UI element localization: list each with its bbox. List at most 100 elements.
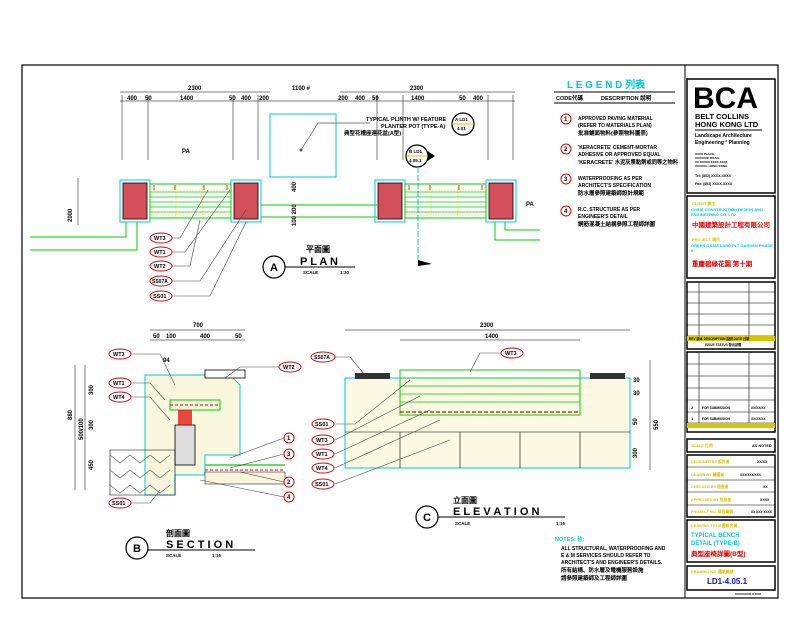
plan-dim: 50 xyxy=(229,96,236,102)
callout-a: A LD1 4.01 xyxy=(451,112,475,136)
section-title: B 剖面圖 S E C T I O N SCALE 1:15 xyxy=(125,528,255,560)
section-dim: 450 xyxy=(89,459,95,470)
plan-dim-total-right: 2300 xyxy=(410,86,424,92)
section-view: 700 50 100 400 50 300 300 500/100 880 45… xyxy=(68,323,302,560)
section-dim: 400 xyxy=(200,334,211,340)
marker-3: 3 xyxy=(287,452,291,458)
marker-1: 1 xyxy=(287,436,291,442)
legend: L E G E N D 列表 CODE代碼 DESCRIPTION 說明 1 A… xyxy=(554,78,678,228)
plan-bench-left xyxy=(30,179,377,251)
svg-text:C: C xyxy=(423,512,431,524)
tag-wt1: WT1 xyxy=(113,381,125,387)
plan-dim: 400 xyxy=(127,96,138,102)
plan-area-label: PA xyxy=(182,149,191,155)
plan-dim: 400 xyxy=(241,96,252,102)
plan-bench-right xyxy=(374,179,540,241)
elevation-dim: 30 xyxy=(633,378,640,384)
sheet-border xyxy=(21,64,779,599)
svg-text:ENGINEER'S DETAIL: ENGINEER'S DETAIL xyxy=(578,214,628,220)
drawing-title: DETAIL (TYPE-B) xyxy=(691,541,740,547)
section-dim: 300 xyxy=(89,384,95,395)
plan-dim: 1400 xyxy=(180,96,194,102)
svg-text:1:30: 1:30 xyxy=(340,270,350,275)
svg-text:(REFER TO MATERIALS PLAN): (REFER TO MATERIALS PLAN) xyxy=(578,123,652,129)
svg-text:1:15: 1:15 xyxy=(556,521,566,526)
svg-text:所有結構、防水層及電機服務設施: 所有結構、防水層及電機服務設施 xyxy=(561,566,644,574)
tag-94: 94 xyxy=(163,358,170,364)
section-dim: 300 xyxy=(89,419,95,430)
svg-text:XX/XX: XX/XX xyxy=(757,460,768,464)
svg-text:2: 2 xyxy=(564,147,568,153)
plan-dim: 50 xyxy=(459,96,466,102)
svg-text:SCALE: SCALE xyxy=(166,553,181,558)
company-discipline: Landscape Architecture xyxy=(695,133,752,139)
svg-text:剖面圖: 剖面圖 xyxy=(166,528,190,538)
section-dim: 500/100 xyxy=(79,418,85,440)
tag-ss07a: SS07A xyxy=(314,355,330,361)
svg-text:XX: XX xyxy=(763,485,768,489)
svg-text:S E C T I O N: S E C T I O N xyxy=(166,539,233,551)
legend-col-code: CODE代碼 xyxy=(556,94,583,102)
svg-text:APPROVED PAVING MATERIAL: APPROVED PAVING MATERIAL xyxy=(578,116,653,122)
general-notes: NOTES: 註: ALL STRUCTURAL, WATERPROOFING … xyxy=(555,535,666,582)
company-logo: BCA xyxy=(693,82,758,115)
company-discipline: Engineering * Planning xyxy=(695,140,750,146)
elevation-tags: SS07A SS01 WT3 WT1 WT4 SS01 WT3 xyxy=(310,347,524,490)
svg-text:DESIGNED BY 設計者: DESIGNED BY 設計者 xyxy=(691,459,730,464)
company-address: XXXXXX, HONG KONG xyxy=(695,164,728,168)
plan-view: 2300 1100 # 2300 400 50 1400 50 400 200 … xyxy=(30,86,540,302)
planter-pot-outline xyxy=(269,113,337,178)
tag-wt4: WT4 xyxy=(316,466,329,472)
tag-wt3: WT3 xyxy=(316,438,328,444)
svg-text:B: B xyxy=(133,543,141,555)
svg-text:PROJECT NO. 項目編號: PROJECT NO. 項目編號 xyxy=(691,509,733,514)
marker-2: 2 xyxy=(287,480,291,486)
client-name-cn: 中國建築設計工程有限公司 xyxy=(692,220,770,229)
legend-item: 3 WATERPROOFING AS PER ARCHITECT'S SPECI… xyxy=(560,173,651,197)
section-dim: 50 xyxy=(235,334,242,340)
plan-dim: 400 xyxy=(473,96,484,102)
project-name: GREEN OASIS LAND PLT GARDEN PHASE II xyxy=(691,243,773,253)
section-dim: 880 xyxy=(68,409,74,420)
company-name: HONG KONG LTD xyxy=(695,120,759,129)
svg-text:1: 1 xyxy=(691,416,694,421)
drawing-no-label: DRAWING NO. 圖紙編號 xyxy=(691,569,734,574)
plinth-note: TYPICAL PLINTH W/ FEATURE xyxy=(366,117,446,123)
svg-text:FOR SUBMISSION: FOR SUBMISSION xyxy=(702,417,731,421)
drawing-title: TYPICAL BENCH xyxy=(691,533,740,539)
legend-item: 1 APPROVED PAVING MATERIAL (REFER TO MAT… xyxy=(560,113,653,137)
svg-text:'KERACRETE' 水泥灰漿黏劑或同等之物料: 'KERACRETE' 水泥灰漿黏劑或同等之物料 xyxy=(578,158,678,166)
svg-text:1:15: 1:15 xyxy=(212,553,222,558)
scale-label: SCALE 比例 xyxy=(691,443,713,448)
legend-item: 2 'KERACRETE' CEMENT-MORTAR ADHESIVE OR … xyxy=(560,143,678,166)
client-name: CHINA CONSTRUCTION DESIGN AND ENGINEERIN… xyxy=(691,207,763,217)
legend-col-desc: DESCRIPTION 說明 xyxy=(601,94,652,102)
svg-text:2: 2 xyxy=(691,405,694,410)
svg-text:XXX/XXX/XXX: XXX/XXX/XXX xyxy=(740,473,762,477)
project-label: PROJECT 項目 xyxy=(692,236,720,242)
tag-wt1: WT1 xyxy=(316,452,328,458)
svg-text:XX/XX/XX: XX/XX/XX xyxy=(751,406,766,410)
svg-text:ALL STRUCTURAL, WATERPROOFING: ALL STRUCTURAL, WATERPROOFING AND xyxy=(561,546,666,552)
tag-wt4: WT4 xyxy=(113,395,126,401)
elevation-dim: 300 xyxy=(633,447,639,458)
svg-text:批准鋪面物料(參照物料圖表): 批准鋪面物料(參照物料圖表) xyxy=(578,129,648,137)
svg-text:平面圖: 平面圖 xyxy=(306,244,330,254)
tag-ss01: SS01 xyxy=(315,422,328,428)
svg-text:請參照建築師及工程師詳圖: 請參照建築師及工程師詳圖 xyxy=(561,574,628,582)
svg-text:SCALE: SCALE xyxy=(303,270,318,275)
svg-text:FOR SUBMISSION: FOR SUBMISSION xyxy=(702,406,731,410)
company-address: XXXXXXX ROAD, xyxy=(695,156,720,160)
revision-row: 1 FOR SUBMISSION XX/XX/XX xyxy=(691,416,766,421)
elevation-view: 2300 1400 30 30 50 550 300 SS07A SS01 WT… xyxy=(310,323,660,529)
svg-text:1: 1 xyxy=(564,117,568,123)
section-dim: 50 xyxy=(153,334,160,340)
plan-title: A 平面圖 P L A N SCALE 1:30 xyxy=(262,244,355,279)
section-tags: WT3 WT1 WT4 SS01 WT2 94 1 3 2 4 xyxy=(108,348,302,509)
plan-tags: WT3 WT1 WT2 SS07A SS01 xyxy=(149,232,173,302)
svg-text:ARCHITECT'S AND ENGINEER'S DET: ARCHITECT'S AND ENGINEER'S DETAILS. xyxy=(561,560,663,566)
svg-text:P L A N: P L A N xyxy=(300,256,338,268)
